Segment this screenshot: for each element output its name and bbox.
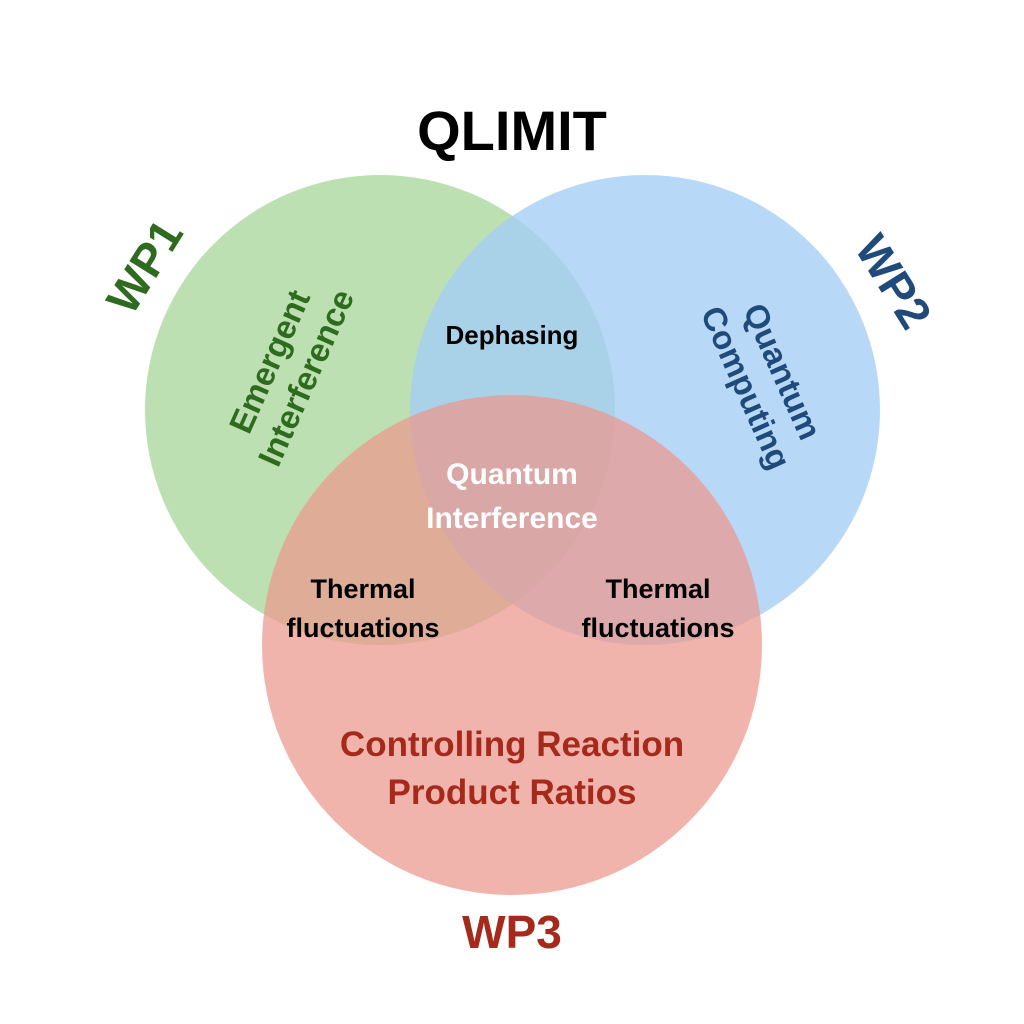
intersection-wp1-wp3-label: Thermal bbox=[310, 574, 415, 604]
wp3-topic-line: Controlling Reaction bbox=[340, 725, 684, 764]
intersection-wp1-wp2-label: Dephasing bbox=[446, 320, 579, 350]
intersection-all-label: Quantum bbox=[446, 458, 578, 491]
venn-circles bbox=[145, 175, 880, 895]
intersection-all-label: Interference bbox=[426, 502, 598, 535]
wp3-topic-line: Product Ratios bbox=[388, 773, 637, 812]
intersection-wp2-wp3-label: fluctuations bbox=[582, 613, 735, 643]
wp3-label: WP3 bbox=[462, 906, 562, 958]
intersection-wp1-wp3-label: fluctuations bbox=[287, 613, 440, 643]
diagram-title: QLIMIT bbox=[417, 99, 607, 162]
wp3-circle bbox=[262, 395, 762, 895]
intersection-wp2-wp3-label: Thermal bbox=[605, 574, 710, 604]
